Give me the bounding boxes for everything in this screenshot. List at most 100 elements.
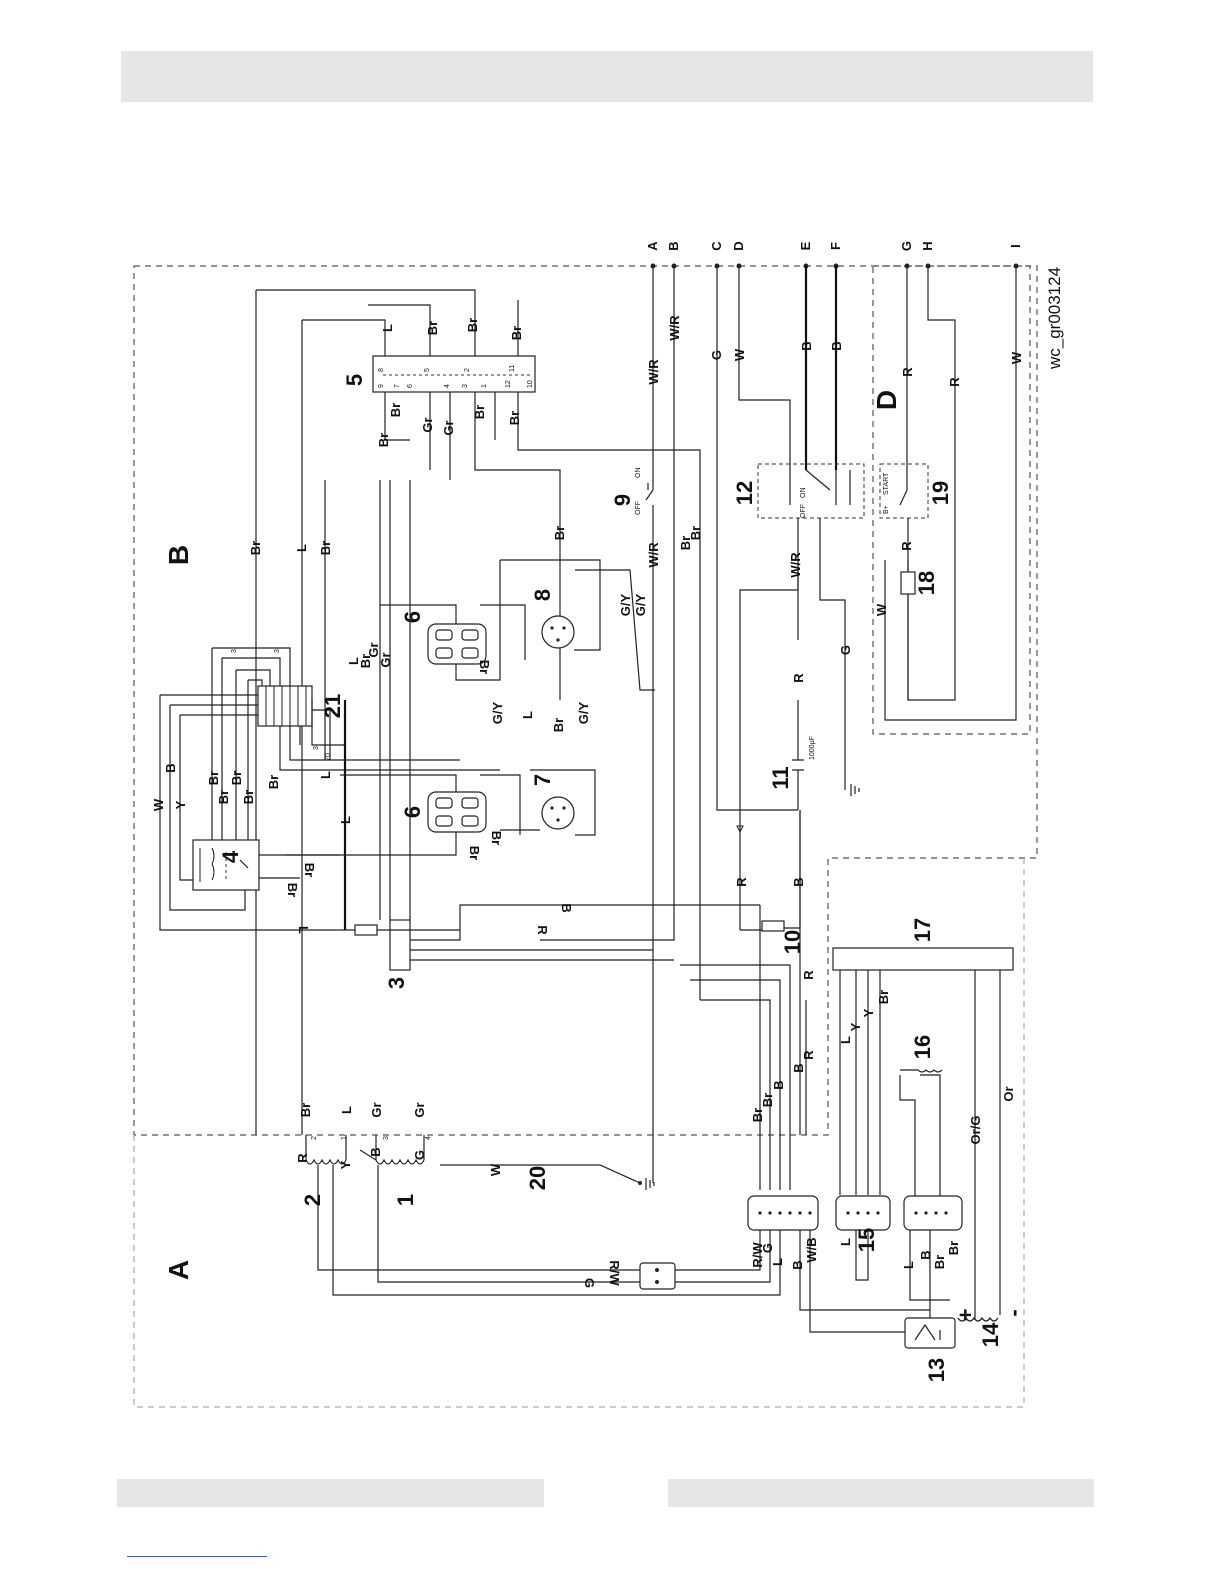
svg-text:Br: Br — [358, 654, 373, 668]
svg-text:W: W — [732, 348, 747, 361]
svg-text:Br: Br — [552, 526, 567, 540]
svg-text:G/Y: G/Y — [490, 701, 505, 724]
regulator-13: 13 — [904, 1317, 956, 1382]
section-a-label: A — [163, 1260, 194, 1280]
svg-text:2: 2 — [464, 368, 471, 372]
svg-text:OFF: OFF — [800, 504, 807, 518]
component-21-label: 20 — [525, 1166, 550, 1190]
svg-text:G/Y: G/Y — [633, 593, 648, 616]
receptacle-7[interactable]: 7 — [500, 769, 596, 836]
svg-text:B: B — [559, 903, 574, 912]
svg-text:11: 11 — [509, 365, 516, 372]
svg-text:L: L — [294, 544, 309, 552]
terminal-g: G — [899, 241, 914, 251]
stator-labels: Br L Gr Gr R Y B G W 2 1 3 4 — [295, 1102, 503, 1176]
component-13-label: 13 — [924, 1358, 949, 1382]
svg-text:R: R — [801, 970, 816, 980]
terminal-i: I — [1008, 244, 1023, 248]
svg-text:G: G — [760, 1243, 775, 1253]
svg-text:Gr: Gr — [441, 420, 456, 435]
terminal-f: F — [828, 242, 843, 250]
top-wire-run — [255, 266, 1017, 1180]
top-run-labels: W/R W/R G W B B R R W — [646, 315, 1024, 387]
svg-text:START: START — [883, 472, 890, 495]
svg-text:OFF: OFF — [635, 501, 642, 515]
component-6b-label: 6 — [400, 806, 425, 818]
svg-text:R: R — [947, 377, 962, 387]
capacitor-11: 1000μF 11 — [739, 570, 816, 830]
svg-text:Br: Br — [465, 318, 480, 332]
svg-text:Br: Br — [302, 863, 317, 877]
svg-text:Br: Br — [551, 718, 566, 732]
start-switch-19[interactable]: START B+ 19 — [879, 463, 953, 519]
selector-right-labels: L Br Br Br — [380, 318, 524, 340]
ground-main — [844, 780, 860, 796]
section-a-boundary — [133, 858, 1025, 1408]
component-10-label: 10 — [780, 930, 805, 954]
svg-text:W/R: W/R — [646, 359, 661, 385]
component-1-label: 1 — [393, 1194, 418, 1206]
terminal-e: E — [798, 241, 813, 250]
receptacle-6-lower[interactable]: 6 — [285, 774, 521, 856]
svg-text:B: B — [791, 877, 806, 886]
svg-text:R: R — [295, 1153, 310, 1163]
coil-16: 16 — [900, 1035, 943, 1073]
module-17: 17 L Y Y Br Or/G Or — [832, 918, 1016, 1144]
component-11-label: 11 — [768, 766, 793, 789]
component-14-label: 14 — [978, 1322, 1003, 1347]
svg-text:R: R — [801, 1050, 816, 1060]
svg-text:W/R: W/R — [667, 315, 682, 341]
svg-text:Br: Br — [388, 403, 403, 417]
receptacle-8[interactable]: 8 — [500, 559, 655, 691]
svg-text:Br: Br — [946, 1241, 961, 1255]
relay-4[interactable]: 4 Br Br — [192, 839, 340, 897]
lower-wire-run — [317, 810, 1001, 1333]
receptacle-6-upper[interactable]: 6 — [380, 560, 526, 681]
svg-text:Br: Br — [477, 660, 492, 674]
footer-link-underline[interactable] — [127, 1556, 267, 1557]
svg-text:L: L — [339, 1106, 354, 1114]
connector-block-1: R/W G L B W/B — [747, 1195, 819, 1270]
battery-14: + - 14 — [953, 1309, 1026, 1348]
component-15-label: 15 — [854, 1228, 879, 1252]
svg-text:B+: B+ — [883, 505, 890, 514]
component-7-label: 7 — [530, 774, 555, 786]
svg-text:+: + — [953, 1309, 978, 1322]
terminal-c: C — [709, 241, 724, 251]
component-2-label: 2 — [300, 1194, 325, 1206]
svg-text:W/R: W/R — [788, 552, 803, 578]
svg-text:G: G — [838, 645, 853, 655]
ignition-switch-12[interactable]: ON OFF 12 — [732, 463, 865, 780]
section-d-label: D — [871, 390, 902, 410]
svg-text:Gr: Gr — [420, 417, 435, 432]
svg-text:3: 3 — [313, 746, 320, 750]
svg-text:L: L — [838, 1238, 853, 1246]
svg-text:Br: Br — [318, 541, 333, 555]
svg-text:Br: Br — [425, 321, 440, 335]
svg-text:L: L — [838, 1036, 853, 1044]
svg-text:Br: Br — [750, 1108, 765, 1122]
svg-text:G/Y: G/Y — [618, 593, 633, 616]
svg-text:G: G — [582, 1278, 597, 1288]
svg-text:B: B — [791, 1063, 806, 1072]
selector-switch-5[interactable]: 9 8 7 6 5 4 3 2 1 12 11 10 — [372, 355, 701, 1000]
component-8-label: 8 — [530, 589, 555, 601]
svg-text:W/B: W/B — [804, 1237, 819, 1262]
svg-text:Br: Br — [285, 883, 300, 897]
svg-text:Y: Y — [848, 1022, 863, 1031]
terminal-a: A — [645, 241, 660, 251]
svg-text:Br: Br — [678, 536, 693, 550]
svg-text:G: G — [412, 1150, 427, 1160]
component-18-label: 18 — [914, 571, 939, 595]
svg-text:L: L — [296, 926, 311, 934]
svg-text:8: 8 — [378, 368, 385, 372]
key-switch-9[interactable]: ON OFF 9 — [610, 468, 654, 516]
svg-text:Br: Br — [206, 771, 221, 785]
key-run-labels: W/R G R R W R — [734, 541, 914, 887]
svg-text:7: 7 — [394, 384, 401, 388]
svg-text:1000μF: 1000μF — [809, 736, 816, 760]
svg-text:9: 9 — [378, 384, 385, 388]
svg-text:ON: ON — [800, 488, 807, 499]
svg-text:B: B — [799, 341, 814, 350]
svg-text:1: 1 — [481, 384, 488, 388]
